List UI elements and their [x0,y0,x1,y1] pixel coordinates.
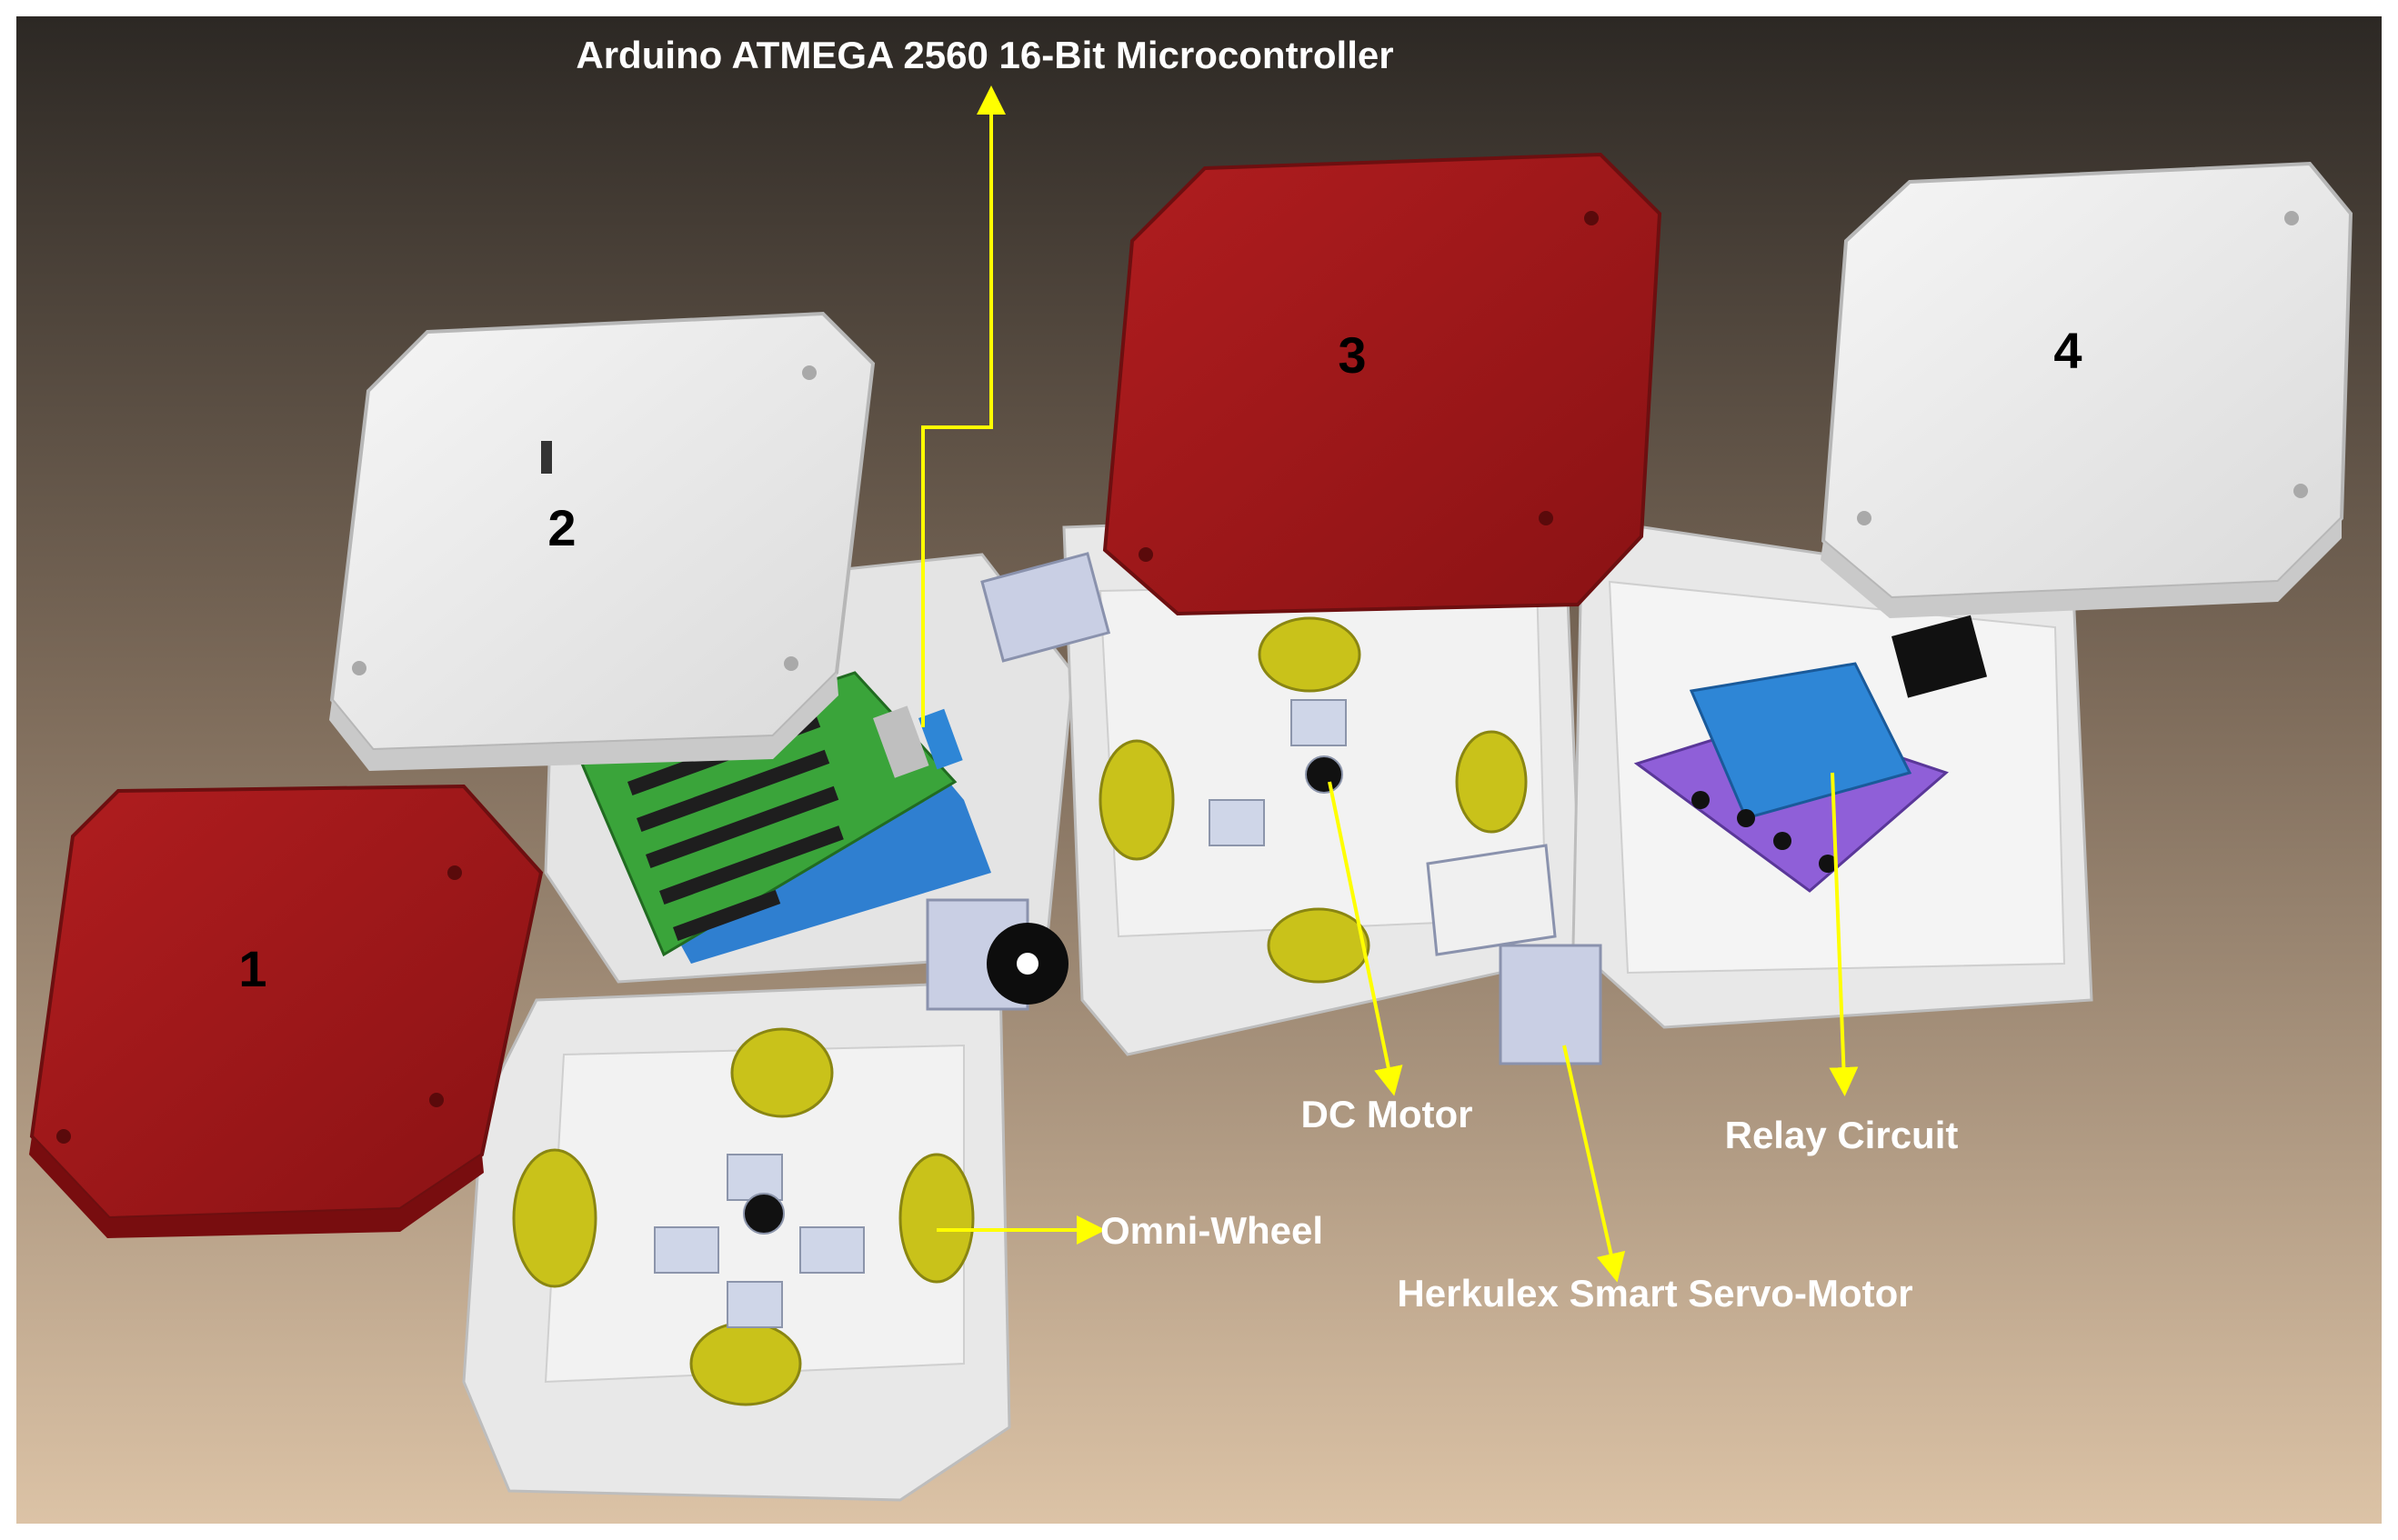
module-3-motors [1209,699,1347,846]
module-4-lid [1821,161,2353,601]
module-number-3: 3 [1338,326,1366,384]
omni-wheels [512,616,1528,1406]
lid-screw-holes [56,211,1599,1144]
servo-horn-center [1017,953,1038,975]
callout-line-relay [1829,772,1859,1096]
callout-line-microcontroller [921,85,1006,727]
label-servo-motor: Herkulex Smart Servo-Motor [1397,1272,1912,1315]
module-number-4: 4 [2053,322,2082,379]
label-microcontroller: Arduino ATMEGA 2560 16-Bit Microcontroll… [576,34,1393,76]
white-lid-screw-holes [352,211,2308,675]
module-2-lid [329,311,876,753]
lid-2-switch [541,441,552,474]
label-omni-wheel: Omni-Wheel [1100,1209,1323,1252]
callout-line-dc-motor [1328,781,1403,1096]
callout-lines [921,85,1859,1283]
servo-motors [926,552,1602,1065]
relay-circuit [1633,615,1988,893]
label-dc-motor: DC Motor [1301,1093,1473,1135]
module-number-2: 2 [547,499,576,556]
module-1-motors [654,1154,865,1328]
module-1-lid [29,784,544,1221]
callout-line-servo [1562,1045,1626,1283]
module-3-lid [1102,152,1662,616]
module-number-1: 1 [238,940,266,997]
label-relay-circuit: Relay Circuit [1725,1114,1959,1156]
